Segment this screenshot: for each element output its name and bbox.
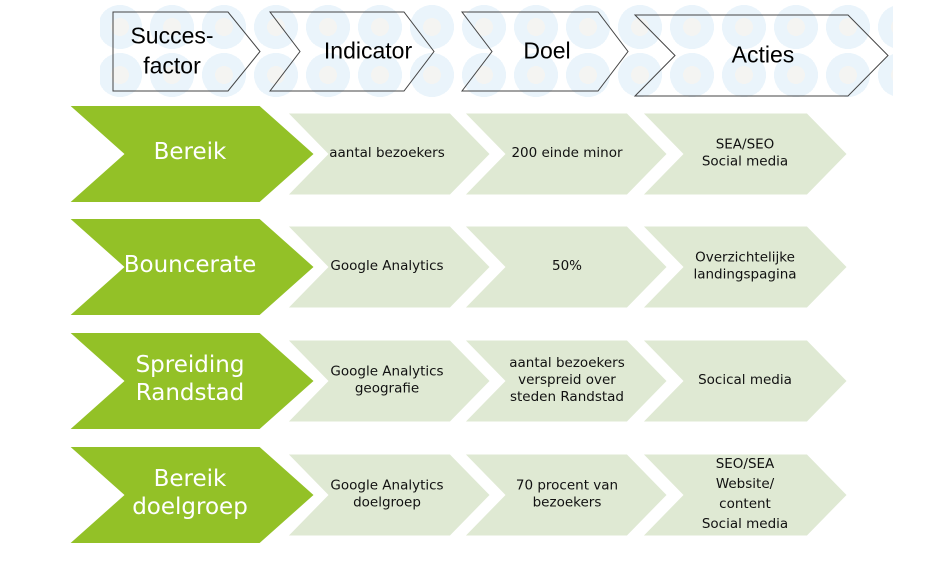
cell-doel-shape: [454, 335, 674, 427]
cell-doel-shape: [454, 449, 674, 541]
factor-row: Bouncerate Google Analytics 50% Overzichtel…: [65, 217, 854, 317]
cell-indicator-shape: [277, 108, 497, 200]
header-step-doel-label-line: Doel: [523, 38, 570, 64]
factor-label-line: Randstad: [136, 380, 244, 406]
cell-indicator-text: Google Analytics: [330, 258, 443, 274]
factor-label-line: doelgroep: [132, 494, 248, 520]
header-step-acties-label-line: Acties: [732, 42, 795, 68]
cell-doel-text: 200 einde minor: [511, 145, 623, 161]
factor-label-line: Spreiding: [136, 352, 245, 378]
cell-acties-text-line: SEO/SEA: [716, 456, 775, 472]
header-step-succesfactor-label-line: Succes-: [130, 23, 213, 49]
cell-indicator-text-line: Google Analytics: [330, 478, 443, 494]
cell-indicator-shape: [277, 221, 497, 313]
cell-indicator-text-line: aantal bezoekers: [329, 145, 444, 161]
header-step-acties-label: Acties: [732, 42, 795, 68]
cell-acties-text-line: Social media: [702, 154, 788, 170]
cell-acties-text-line: Website/: [716, 476, 775, 492]
header-step-indicator-label: Indicator: [324, 38, 413, 64]
cell-indicator-text-line: geografie: [355, 381, 419, 397]
factor-label-line: Bereik: [154, 139, 227, 165]
factor-label-line: Bouncerate: [124, 252, 257, 278]
cell-acties-text: Socical media: [698, 372, 792, 388]
header-step-indicator-label-line: Indicator: [324, 38, 413, 64]
cell-doel-shape: [454, 108, 674, 200]
header-step-doel-label: Doel: [523, 38, 570, 64]
cell-indicator-text-line: doelgroep: [353, 495, 421, 511]
cell-indicator-text-line: Google Analytics: [330, 258, 443, 274]
cell-doel-text-line: 50%: [552, 258, 582, 274]
cell-acties-text-line: content: [719, 496, 771, 512]
factor-chevron: [65, 104, 317, 204]
cell-doel-shape: [454, 221, 674, 313]
cell-acties-shape: [632, 108, 854, 200]
factor-row: Bereik aantal bezoekers 200 einde minor SEA…: [65, 104, 854, 204]
cell-acties-text-line: Social media: [702, 516, 788, 532]
factor-chevron: [65, 331, 317, 431]
cell-acties-shape: [632, 449, 854, 541]
header-step-succesfactor-shape: [112, 11, 261, 92]
header-step-indicator-shape: [268, 11, 435, 92]
factor-label: Bouncerate: [124, 252, 257, 278]
header-steps: Succes-factor Indicator Doel Acties: [112, 11, 889, 97]
header-step-doel-shape: [460, 11, 629, 92]
factor-chevron: [65, 217, 317, 317]
cell-indicator-text-line: Google Analytics: [330, 364, 443, 380]
cell-doel-text-line: steden Randstad: [510, 389, 624, 405]
header-step-succesfactor-label-line: factor: [143, 53, 201, 79]
cell-indicator-shape: [277, 449, 497, 541]
header-background-pattern: [100, 5, 893, 101]
cell-doel-text-line: bezoekers: [533, 495, 602, 511]
cell-acties-text-line: landingspagina: [693, 267, 796, 283]
cell-acties-shape: [632, 221, 854, 313]
cell-indicator-shape: [277, 335, 497, 427]
factor-rows: Bereik aantal bezoekers 200 einde minor SEA…: [65, 104, 854, 545]
header-step-acties-shape: [633, 14, 889, 97]
cell-acties-text-line: Overzichtelijke: [695, 250, 795, 266]
factor-label-line: Bereik: [154, 466, 227, 492]
cell-doel-text-line: verspreid over: [518, 372, 616, 388]
header-step-succesfactor-label: Succes-factor: [130, 23, 213, 79]
cell-doel-text-line: aantal bezoekers: [509, 355, 624, 371]
cell-doel-text: 50%: [552, 258, 582, 274]
cell-indicator-text: aantal bezoekers: [329, 145, 444, 161]
cell-acties-text-line: Socical media: [698, 372, 792, 388]
factor-chevron: [65, 445, 317, 545]
cell-doel-text-line: 70 procent van: [516, 478, 618, 494]
cell-doel-text-line: 200 einde minor: [511, 145, 623, 161]
cell-acties-shape: [632, 335, 854, 427]
factor-label: Bereik: [154, 139, 227, 165]
cell-acties-text-line: SEA/SEO: [716, 137, 775, 153]
